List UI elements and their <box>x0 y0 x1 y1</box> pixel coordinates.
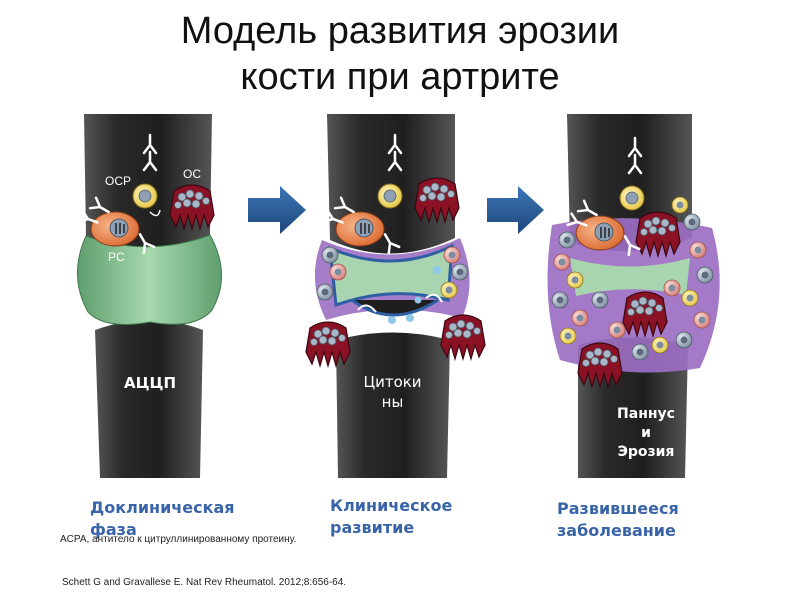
panel-3-plasma-cell <box>575 215 625 251</box>
title-line-1: Модель развития эрозии <box>180 10 620 52</box>
panel-3-cell <box>681 289 699 307</box>
panel-3-osteoclast <box>622 291 668 337</box>
phase-3-label: Развившееся заболевание <box>557 498 679 542</box>
panel-1-preclinical <box>77 114 222 478</box>
panel-1-osteoclast-precursor <box>132 183 158 209</box>
panel-3-center-label: Паннус и Эрозия <box>600 405 692 462</box>
phase-2-label-line-2: развитие <box>330 518 415 537</box>
panel-2-cytokine <box>406 314 414 322</box>
phase-1-label-line-2: фаза <box>90 520 137 539</box>
panel-2-cytokine <box>414 296 422 304</box>
panel-1-lower-bone <box>95 320 203 478</box>
panel-2-cell <box>316 283 334 301</box>
panel-2-curved-arrow-icon <box>425 293 443 303</box>
panel-2-plasma-cell <box>335 211 385 247</box>
panel-3-cell <box>693 311 711 329</box>
panel-2-clinical <box>305 114 486 478</box>
panel-3-cartilage-remnant <box>570 258 690 296</box>
panel-2-osteoclast <box>440 314 486 360</box>
panel-3-center-label-line-2: и <box>641 425 651 441</box>
panel-2-cell <box>443 246 461 264</box>
panel-1-arc-icon <box>149 209 161 217</box>
panel-3-cell <box>671 196 689 214</box>
panel-1-oc-label: OC <box>183 167 201 181</box>
arrow-2-icon <box>487 186 544 234</box>
panel-2-cytokine <box>388 316 396 324</box>
panel-3-cell <box>591 291 609 309</box>
panel-2-osteoclast-precursor <box>377 183 403 209</box>
phase-2-label-line-1: Клиническое <box>330 496 453 515</box>
phase-3-label-line-2: заболевание <box>557 521 676 540</box>
panel-2-cell <box>329 263 347 281</box>
phase-3-label-line-1: Развившееся <box>557 499 679 518</box>
panel-3-cell <box>571 309 589 327</box>
panel-3-cell <box>608 321 626 339</box>
panel-2-center-label: Цитоки ны <box>345 372 440 412</box>
panel-2-cell <box>440 281 458 299</box>
panel-3-osteoclast-precursor <box>619 185 645 211</box>
panel-3-cell <box>696 266 714 284</box>
panel-3-center-label-line-1: Паннус <box>617 406 675 422</box>
panel-3-cell <box>663 279 681 297</box>
panel-3-osteoclast <box>577 342 623 388</box>
panel-2-cell <box>451 263 469 281</box>
citation: Schett G and Gravallese E. Nat Rev Rheum… <box>62 577 347 588</box>
panel-3-cell <box>553 253 571 271</box>
panel-3-cell <box>566 271 584 289</box>
panel-3-cell <box>651 336 669 354</box>
panel-2-cytokine <box>433 266 441 274</box>
panel-1-cartilage <box>77 234 222 325</box>
phase-1-label: Доклиническая фаза <box>90 497 235 541</box>
panel-1-center-label: АЦЦП <box>124 374 176 392</box>
panel-3-cell <box>683 213 701 231</box>
phase-1-label-line-1: Доклиническая <box>90 498 235 517</box>
panel-1-plasma-cell <box>90 211 140 247</box>
panel-3-established <box>547 114 720 478</box>
panel-2-joint-gap <box>351 298 439 317</box>
panel-2-center-label-line-1: Цитоки <box>363 373 422 391</box>
panel-2-cartilage <box>328 243 454 308</box>
panel-3-cell <box>675 331 693 349</box>
panel-3-osteoclast <box>635 211 681 257</box>
phase-2-label: Клиническое развитие <box>330 495 452 539</box>
panel-3-cell <box>559 327 577 345</box>
panel-2-osteoclast <box>305 321 351 367</box>
panel-1-pc-label: PC <box>108 250 125 264</box>
panel-1-osteoclast <box>169 184 215 230</box>
panel-3-cell <box>558 231 576 249</box>
panel-2-center-label-line-2: ны <box>381 393 404 411</box>
panel-3-cell <box>689 241 707 259</box>
panel-2-lower-bone <box>336 332 450 478</box>
panel-2-osteoclast <box>414 177 460 223</box>
panel-1-ocp-label: OCP <box>105 174 132 188</box>
arrow-1-icon <box>248 186 306 234</box>
panel-3-center-label-line-3: Эрозия <box>617 444 675 460</box>
panel-2-cell <box>321 246 339 264</box>
abbreviation-footnote: ACPA, антитело к цитруллинированному про… <box>60 534 297 545</box>
panel-2-curved-arrow-icon <box>357 304 377 313</box>
panel-3-cell <box>631 343 649 361</box>
title-line-2: кости при артрите <box>240 56 560 98</box>
panel-3-cell <box>551 291 569 309</box>
page-title: Модель развития эрозии кости при артрите <box>0 8 800 100</box>
